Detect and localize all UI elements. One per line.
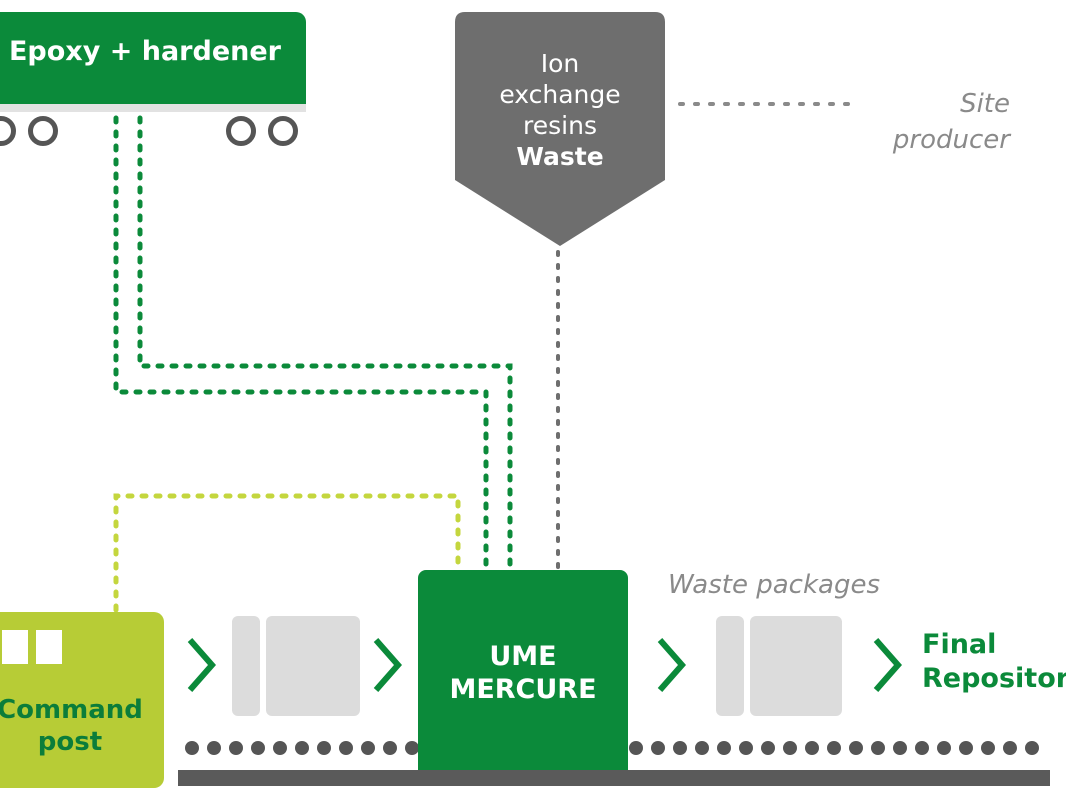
package-body bbox=[266, 616, 360, 716]
chevron-right-icon bbox=[373, 638, 402, 692]
resin-line-2: exchange bbox=[499, 80, 621, 109]
wheel-icon bbox=[0, 116, 16, 146]
resin-line-3: resins bbox=[523, 111, 597, 140]
package-lid bbox=[232, 616, 260, 716]
hardener-line-inner bbox=[137, 115, 513, 571]
chevron-right-icon bbox=[187, 638, 216, 692]
ume-mercure-box bbox=[418, 570, 628, 780]
site-producer-line-1: Site bbox=[960, 89, 1010, 119]
command-post-label: Command post bbox=[0, 694, 150, 758]
truck-label: Epoxy + hardener bbox=[8, 36, 281, 67]
window-icon bbox=[36, 630, 62, 664]
chevron-right-icon bbox=[657, 638, 686, 692]
conveyor-rollers bbox=[185, 741, 1039, 755]
truck-wheels-front bbox=[226, 116, 298, 146]
ume-label: UME MERCURE bbox=[418, 640, 628, 706]
command-line-2: post bbox=[37, 727, 103, 757]
conveyor-rail bbox=[178, 770, 1050, 786]
site-producer-line-2: producer bbox=[892, 125, 1010, 155]
waste-package-lid bbox=[716, 616, 744, 716]
wheel-icon bbox=[28, 116, 58, 146]
command-post-windows bbox=[2, 630, 62, 664]
wheel-icon bbox=[226, 116, 256, 146]
resin-line-1: Ion bbox=[540, 49, 580, 78]
ume-line-2: MERCURE bbox=[449, 674, 597, 705]
chevron-right-icon bbox=[873, 638, 902, 692]
epoxy-line-outer bbox=[113, 115, 489, 571]
final-repository-label: Final Repository bbox=[922, 628, 1066, 696]
waste-package-body bbox=[750, 616, 842, 716]
window-icon bbox=[2, 630, 28, 664]
final-line-2: Repository bbox=[922, 663, 1066, 694]
wheel-icon bbox=[268, 116, 298, 146]
site-producer-label: Site producer bbox=[850, 86, 1010, 158]
waste-packages-label: Waste packages bbox=[668, 570, 880, 600]
resin-line-4: Waste bbox=[516, 142, 604, 171]
epoxy-truck bbox=[0, 12, 306, 104]
ume-line-1: UME bbox=[489, 641, 557, 672]
command-line bbox=[113, 493, 461, 613]
resin-label: Ion exchange resins Waste bbox=[455, 48, 665, 172]
command-line-1: Command bbox=[0, 695, 143, 725]
truck-wheels-rear bbox=[0, 116, 58, 146]
final-line-1: Final bbox=[922, 629, 997, 660]
resin-shield-shape bbox=[455, 12, 665, 246]
